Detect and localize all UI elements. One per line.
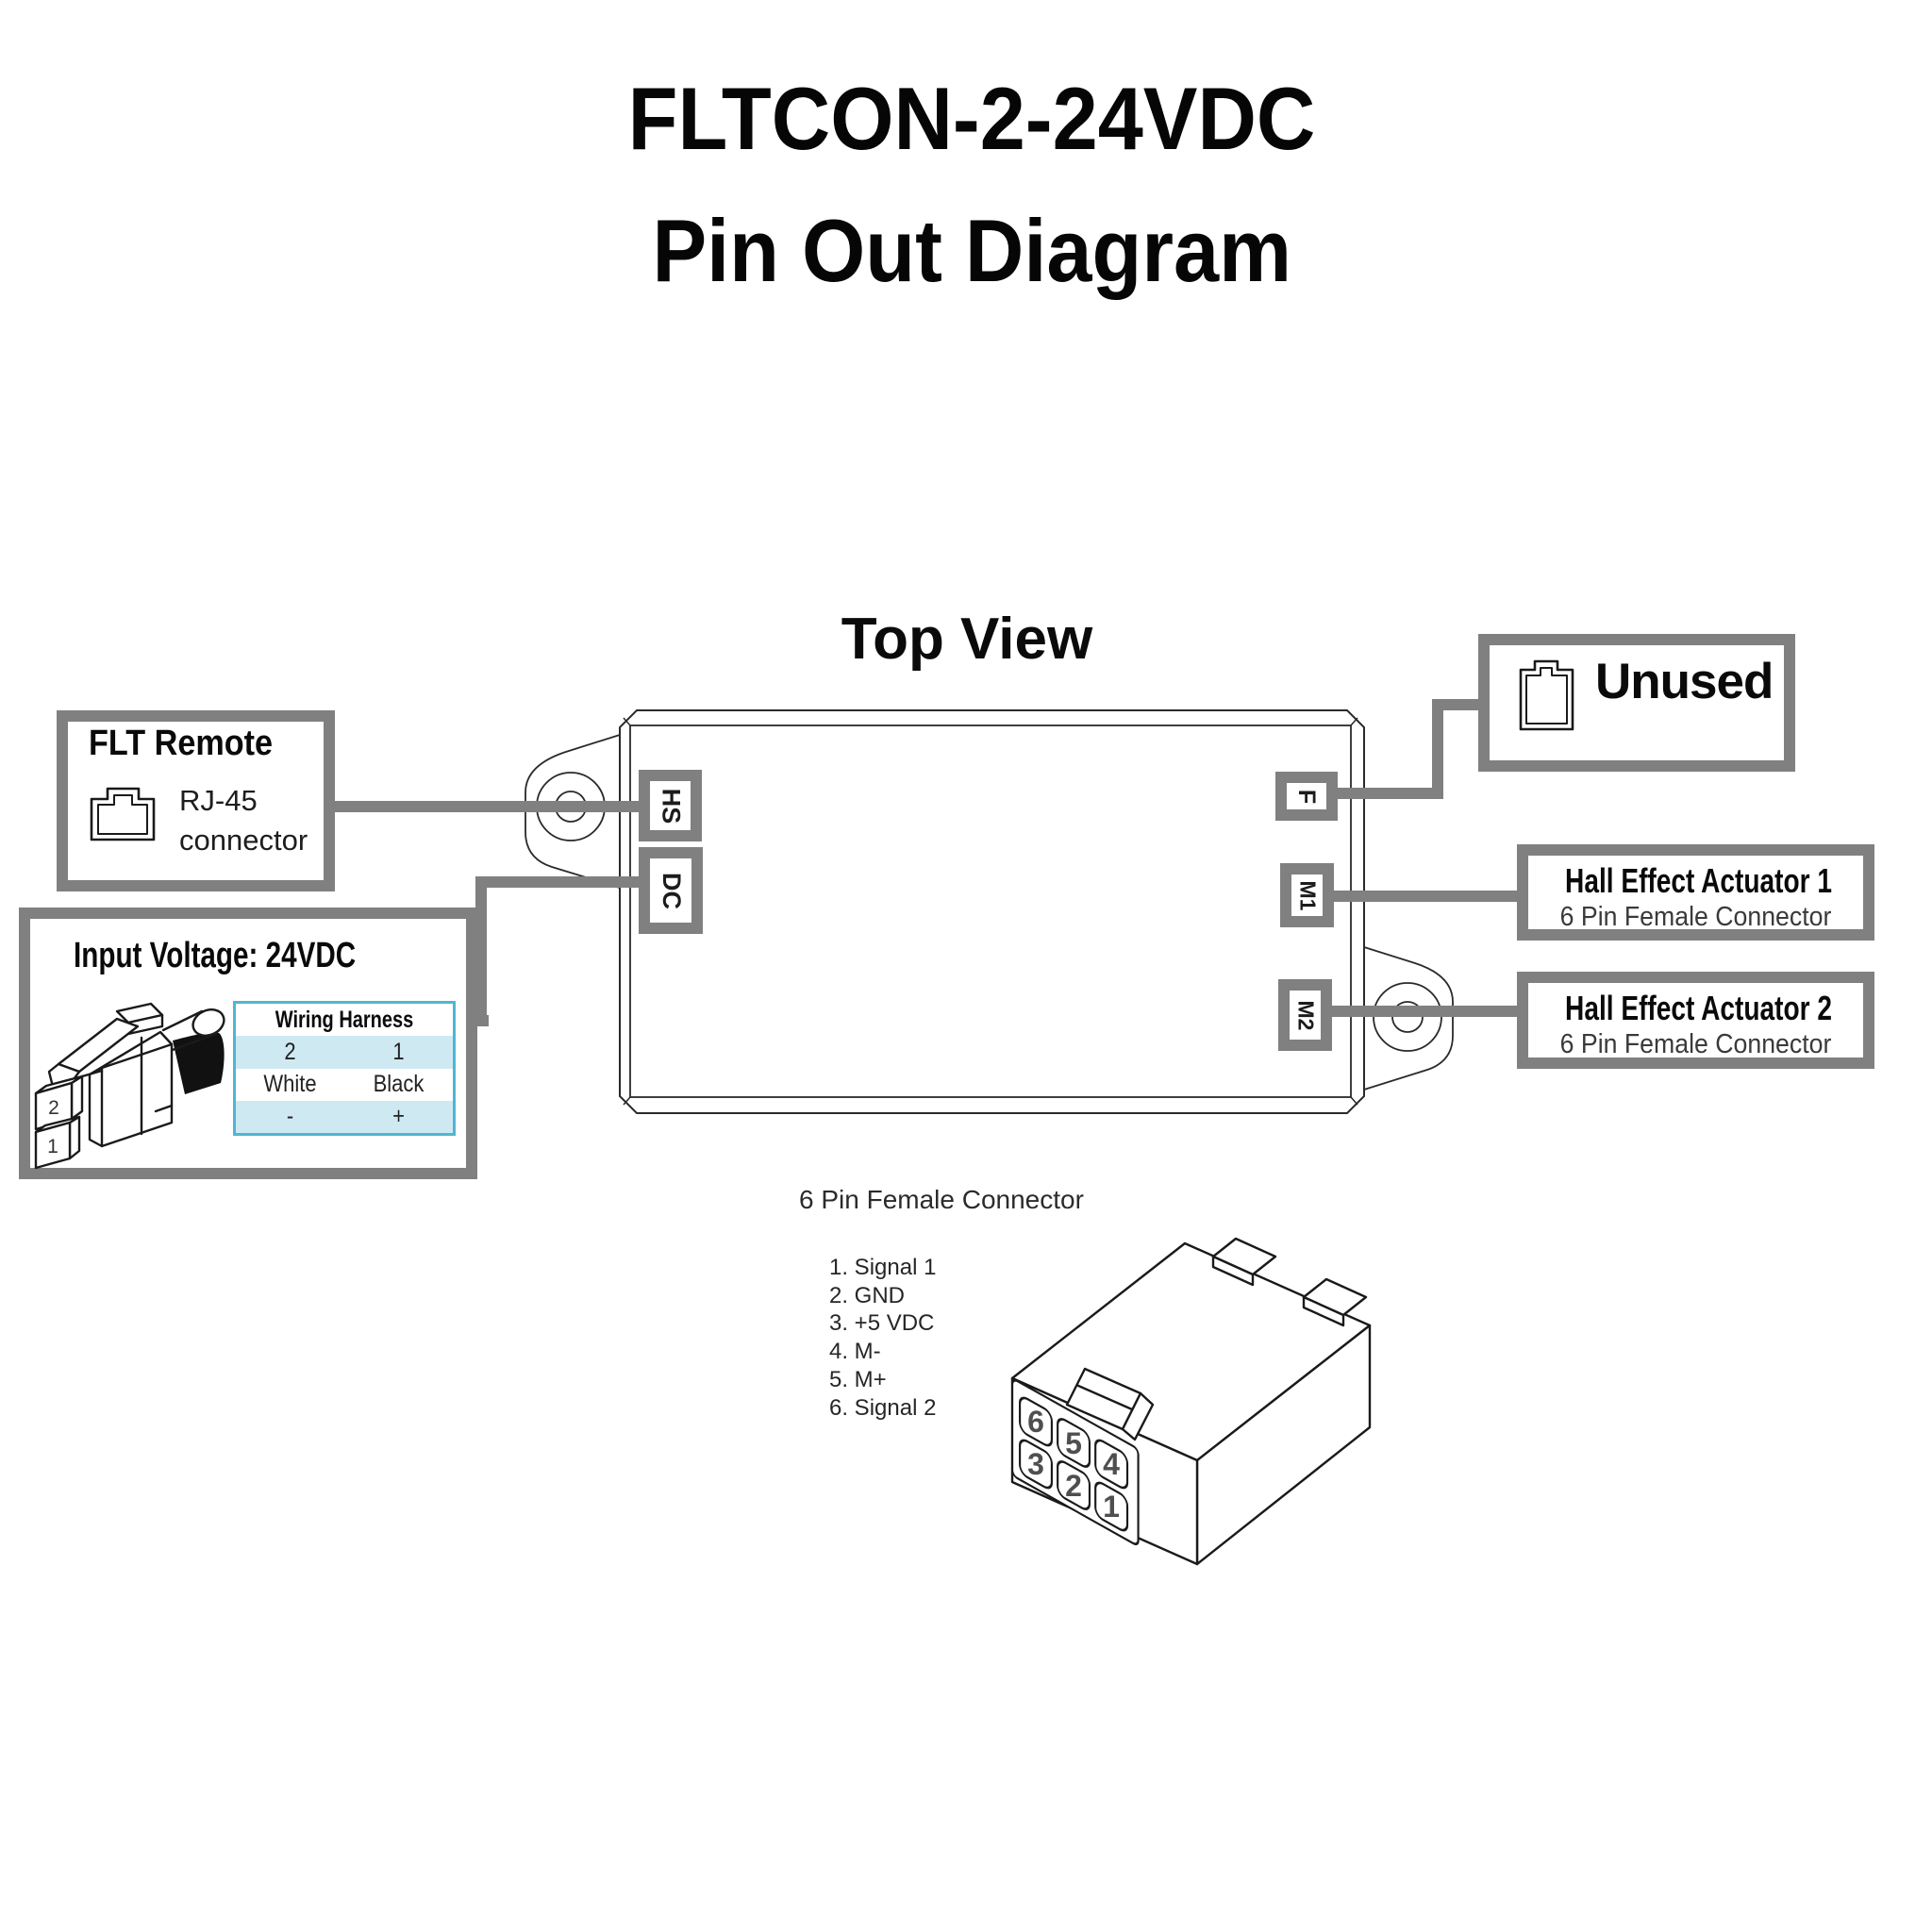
list-item: 3. +5 VDC bbox=[829, 1310, 935, 1337]
actuator1-box: Hall Effect Actuator 1 6 Pin Female Conn… bbox=[1517, 844, 1874, 941]
wire-f-to-unused bbox=[1432, 699, 1479, 710]
face-pin-4: 4 bbox=[1103, 1447, 1120, 1481]
actuator2-subtitle: 6 Pin Female Connector bbox=[1559, 1029, 1832, 1059]
pin-function-list: 1. Signal 1 2. GND 3. +5 VDC 4. M- 5. M+… bbox=[829, 1254, 936, 1422]
port-dc-label: DC bbox=[657, 872, 686, 909]
face-pin-1: 1 bbox=[1103, 1490, 1120, 1524]
controller-enclosure bbox=[619, 709, 1365, 1114]
actuator1-title: Hall Effect Actuator 1 bbox=[1565, 861, 1832, 900]
wire-m1-to-actuator1 bbox=[1333, 891, 1518, 902]
table-row: - + bbox=[236, 1100, 453, 1133]
cell-white-wire: White bbox=[263, 1071, 317, 1098]
list-item: 5. M+ bbox=[829, 1366, 887, 1392]
table-row: 2 1 bbox=[236, 1036, 453, 1069]
wiring-harness-header-row: Wiring Harness bbox=[236, 1004, 453, 1036]
list-item: 4. M- bbox=[829, 1339, 881, 1365]
list-item: 6. Signal 2 bbox=[829, 1394, 937, 1421]
actuator2-box: Hall Effect Actuator 2 6 Pin Female Conn… bbox=[1517, 972, 1874, 1069]
top-view-label: Top View bbox=[841, 607, 1093, 672]
port-m2: M2 bbox=[1278, 979, 1332, 1051]
rj45-label-line1: RJ-45 bbox=[179, 784, 258, 817]
cell-pin-1: 1 bbox=[392, 1038, 405, 1065]
page-title-line2: Pin Out Diagram bbox=[652, 201, 1291, 300]
actuator2-title: Hall Effect Actuator 2 bbox=[1565, 989, 1832, 1027]
actuator1-subtitle: 6 Pin Female Connector bbox=[1559, 902, 1832, 932]
wire-f-horizontal bbox=[1338, 788, 1443, 799]
face-pin-3: 3 bbox=[1027, 1447, 1044, 1481]
page-title-line1: FLTCON-2-24VDC bbox=[627, 69, 1316, 168]
input-voltage-title: Input Voltage: 24VDC bbox=[74, 936, 357, 975]
screw-hole-left-icon bbox=[536, 772, 606, 841]
face-pin-5: 5 bbox=[1065, 1426, 1082, 1460]
cell-positive: + bbox=[392, 1103, 405, 1130]
left-mount-ear bbox=[525, 733, 621, 890]
screw-hole-right-icon bbox=[1373, 982, 1442, 1052]
face-pin-numbers: 6 5 4 3 2 1 bbox=[1027, 1405, 1120, 1524]
rj45-label-line2: connector bbox=[179, 824, 308, 857]
table-row: White Black bbox=[236, 1069, 453, 1101]
six-pin-connector-drawing bbox=[1010, 1237, 1372, 1566]
wire-f-vertical bbox=[1432, 699, 1443, 799]
wiring-harness-header: Wiring Harness bbox=[275, 1006, 414, 1033]
port-f: F bbox=[1275, 772, 1338, 821]
pin-cavities bbox=[1019, 1396, 1129, 1532]
port-hs-label: HS bbox=[656, 788, 685, 824]
right-mount-ear bbox=[1363, 945, 1454, 1091]
wires bbox=[329, 699, 1518, 1026]
input-voltage-box: Input Voltage: 24VDC Wiring Harness 2 1 … bbox=[19, 908, 477, 1179]
list-item: 2. GND bbox=[829, 1282, 906, 1308]
unused-box: Unused bbox=[1478, 634, 1795, 772]
port-m1-label: M1 bbox=[1294, 880, 1320, 910]
list-item: 1. Signal 1 bbox=[829, 1255, 937, 1280]
flt-remote-box: FLT Remote RJ-45 connector bbox=[57, 710, 335, 891]
wire-remote-to-hs bbox=[329, 801, 639, 812]
wire-m2-to-actuator2 bbox=[1332, 1006, 1518, 1017]
flt-remote-title: FLT Remote bbox=[89, 724, 274, 763]
connector-detail-heading: 6 Pin Female Connector bbox=[799, 1185, 1084, 1214]
port-m1: M1 bbox=[1280, 863, 1334, 927]
port-m2-label: M2 bbox=[1292, 1000, 1318, 1030]
port-f-label: F bbox=[1293, 789, 1321, 804]
face-pin-2: 2 bbox=[1065, 1469, 1082, 1503]
port-hs: HS bbox=[639, 770, 702, 841]
cell-pin-2: 2 bbox=[284, 1038, 296, 1065]
wiring-harness-table: Wiring Harness 2 1 White Black - + bbox=[233, 1001, 456, 1136]
cell-black-wire: Black bbox=[373, 1071, 425, 1098]
port-dc: DC bbox=[639, 847, 703, 934]
cell-negative: - bbox=[286, 1103, 294, 1130]
wire-dc-horizontal bbox=[477, 876, 639, 888]
face-pin-6: 6 bbox=[1027, 1405, 1044, 1439]
unused-label: Unused bbox=[1595, 654, 1774, 709]
